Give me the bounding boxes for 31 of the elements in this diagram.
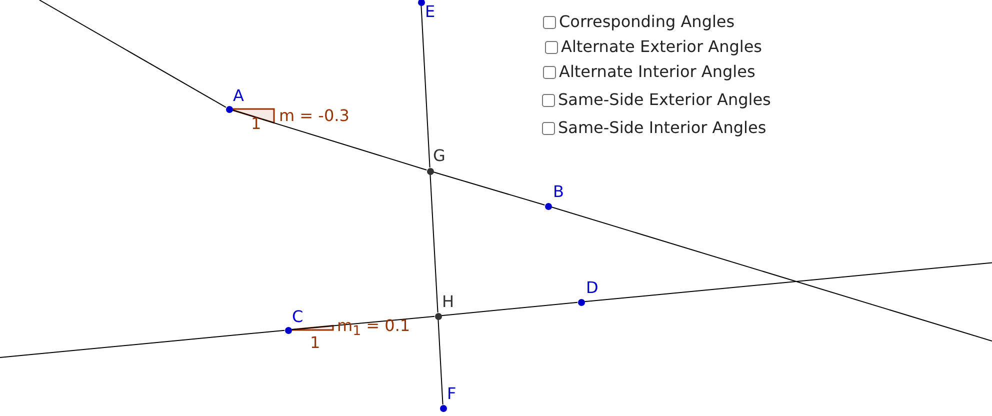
angle-checkbox: Alternate Interior Angles xyxy=(543,64,756,80)
point-marker xyxy=(226,106,232,112)
line-segment xyxy=(438,319,444,405)
point-marker xyxy=(578,298,584,306)
angle-checkbox: Same-Side Exterior Angles xyxy=(542,92,771,108)
point-marker xyxy=(434,312,442,320)
point-label: B xyxy=(553,184,564,200)
point-marker xyxy=(544,202,552,210)
line-segment xyxy=(430,174,438,313)
unit-label: 1 xyxy=(310,335,320,351)
point-marker xyxy=(418,0,424,6)
point-marker xyxy=(284,326,292,334)
angle-checkbox: Alternate Exterior Angles xyxy=(545,39,762,55)
line-segment xyxy=(232,110,428,170)
line-segment xyxy=(290,316,436,330)
point-label: H xyxy=(442,294,454,310)
point-label: D xyxy=(586,280,598,296)
angle-checkbox: Same-Side Interior Angles xyxy=(542,120,766,136)
point-marker xyxy=(426,168,434,174)
angle-checkbox: Corresponding Angles xyxy=(543,14,735,30)
point-label: A xyxy=(233,88,244,104)
point-label: G xyxy=(433,148,446,164)
slope-label: m = -0.3 xyxy=(279,108,350,124)
unit-label: 1 xyxy=(251,116,262,132)
line-segment xyxy=(440,302,578,316)
line-segment xyxy=(432,172,546,206)
point-marker xyxy=(440,404,446,412)
point-label: F xyxy=(447,386,456,402)
point-label: C xyxy=(292,309,304,325)
point-label: E xyxy=(425,4,436,20)
line-segment xyxy=(420,5,430,168)
